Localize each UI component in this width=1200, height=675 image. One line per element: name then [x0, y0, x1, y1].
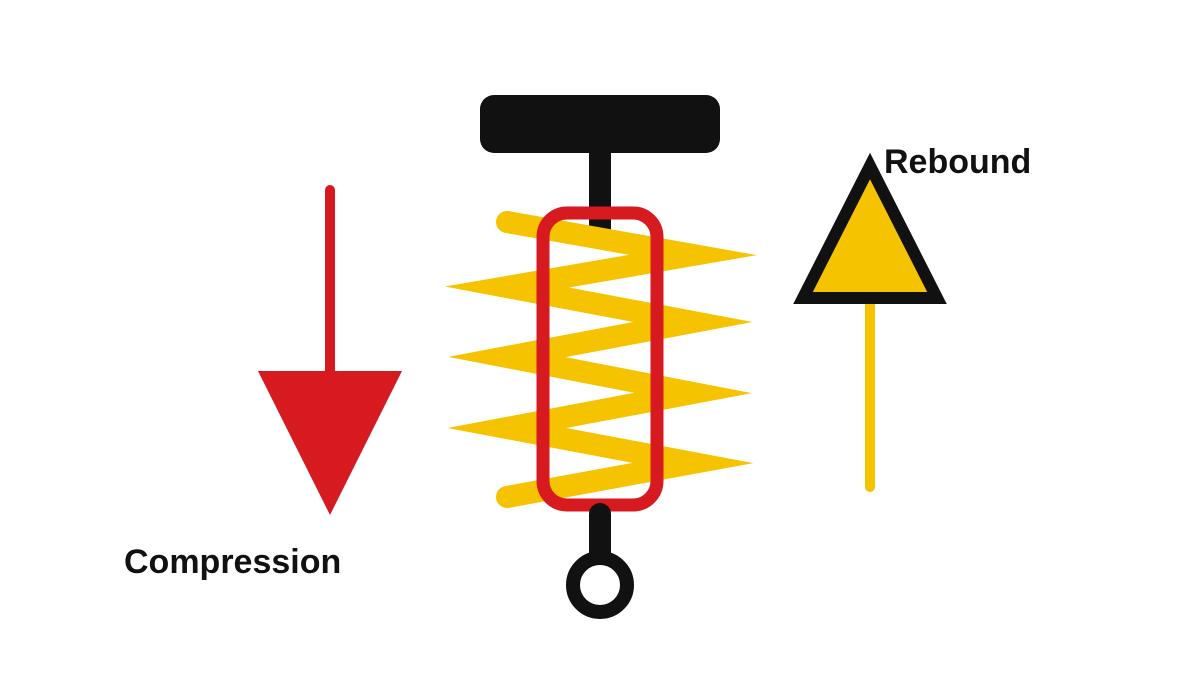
coil-spring-icon [444, 211, 757, 508]
eyelet-ring [566, 551, 634, 619]
rebound-label: Rebound [884, 143, 1032, 181]
compression-arrow-head [258, 371, 402, 515]
rebound-arrow-head [793, 152, 947, 304]
bottom-mount-icon [566, 503, 634, 619]
compression-label: Compression [124, 543, 342, 581]
compression-arrow [258, 185, 402, 515]
rebound-arrow [793, 152, 947, 492]
top-mount-plate [480, 95, 720, 153]
